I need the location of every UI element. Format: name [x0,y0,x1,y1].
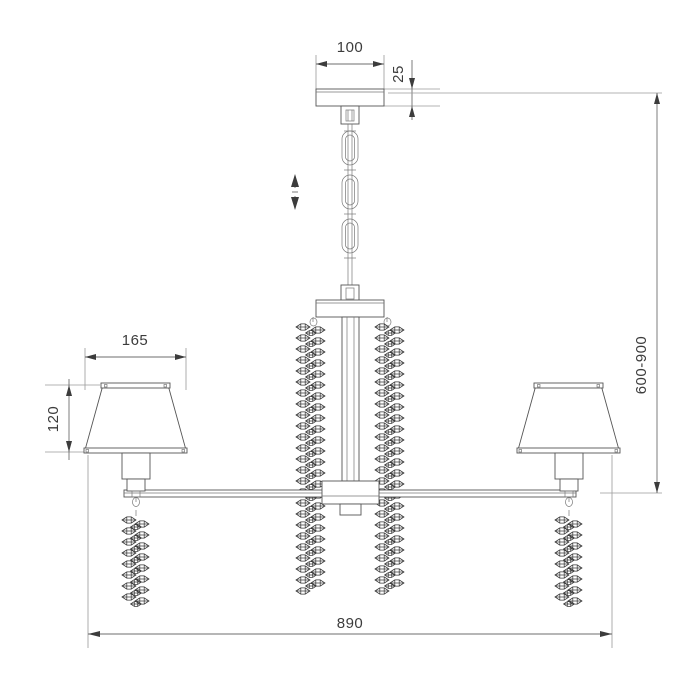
crystal-strand-left-drop [121,516,150,607]
shade-width-dimension: 165 [84,332,187,390]
shade-height-label: 120 [45,406,62,433]
canopy-connector [340,105,360,125]
center-hub-block [321,480,380,516]
crystal-strand-center-right [374,323,405,595]
right-lamp-shade [516,382,621,454]
canopy-width-dimension: 100 [315,39,385,90]
left-crystal-hook [132,497,140,516]
canopy-height-dimension: 25 [384,60,440,120]
left-socket-stem [121,452,151,498]
crystal-strand-center-left [295,323,326,595]
central-column-body [341,316,360,482]
suspension-height-dimension: 600-900 [388,92,662,494]
left-lamp-shade [83,382,188,454]
adjustable-height-arrow-icon [291,174,299,210]
shade-width-label: 165 [122,332,149,349]
crystal-strand-right-drop [554,516,583,607]
suspension-range-label: 600-900 [633,336,650,395]
right-socket-stem [554,452,584,498]
canopy-height-label: 25 [390,65,407,83]
overall-width-label: 890 [337,615,364,632]
suspension-chain [341,124,359,288]
overall-width-dimension: 890 [87,455,613,648]
canopy-width-label: 100 [337,39,364,56]
shade-height-dimension: 120 [45,379,100,460]
body-top-connector [340,284,360,303]
ceiling-canopy-plate [315,88,385,107]
right-crystal-hook [565,497,573,516]
body-top-plate [315,299,385,318]
